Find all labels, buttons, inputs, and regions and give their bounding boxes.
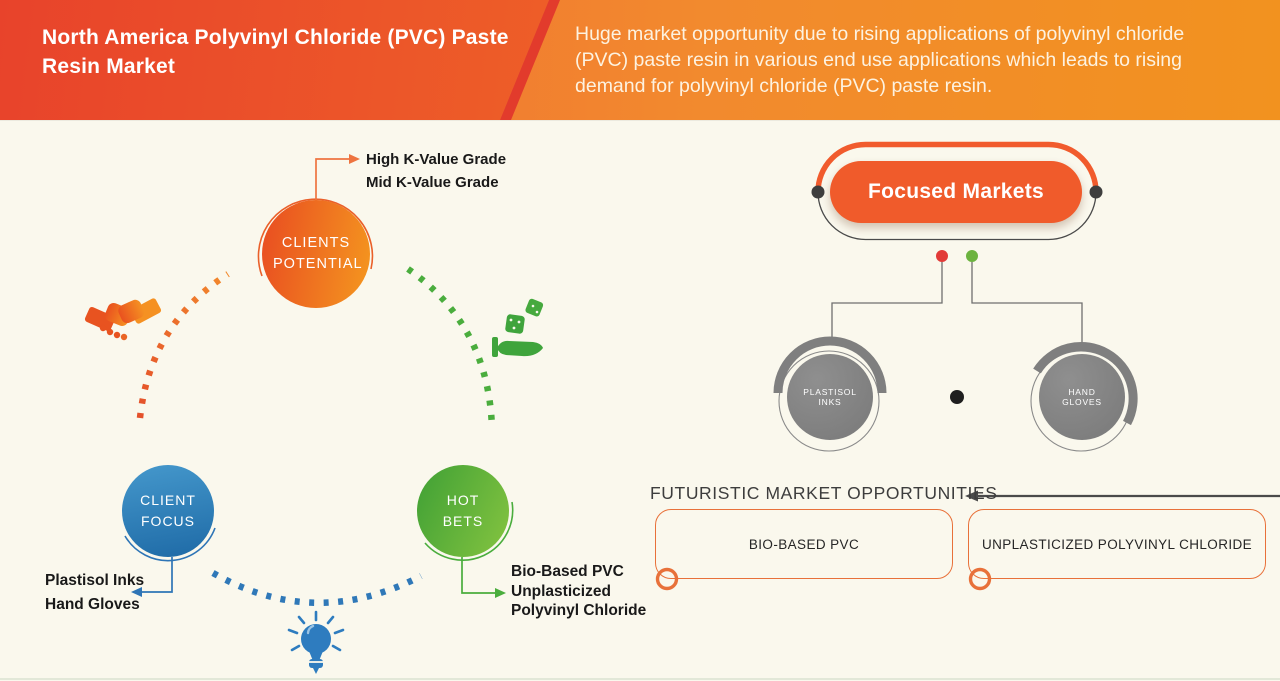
hot-bets-connector <box>461 557 506 598</box>
focused-markets-top-arc <box>815 141 1099 193</box>
annotation-item: Unplasticized Polyvinyl Chloride <box>511 582 647 620</box>
handgloves-thick-arc <box>1033 342 1138 426</box>
header-description: Huge market opportunity due to rising ap… <box>575 23 1185 97</box>
market-node-label: HAND GLOVES <box>1062 387 1102 407</box>
annotation-item: Mid K-Value Grade <box>366 174 499 191</box>
opportunity-box-label: UNPLASTICIZED POLYVINYL CHLORIDE <box>981 536 1253 552</box>
diagram-overlay <box>84 141 1280 674</box>
futuristic-heading-arrow <box>965 490 1280 502</box>
focused-markets-title: Focused Markets <box>867 180 1045 203</box>
client-focus-node: CLIENT FOCUS <box>122 465 214 557</box>
handshake-icon <box>84 298 162 341</box>
green-branch-dot <box>966 250 978 262</box>
futuristic-heading: FUTURISTIC MARKET OPPORTUNITIES <box>650 483 998 503</box>
dotted-arc-orange <box>136 271 230 419</box>
hot-bets-ring <box>424 501 514 561</box>
dotted-arc-blue <box>211 570 423 606</box>
opportunity-box-unplasticized-pvc: UNPLASTICIZED POLYVINYL CHLORIDE <box>968 509 1266 579</box>
market-node-label: PLASTISOL INKS <box>803 387 857 407</box>
dotted-arc-green <box>406 266 496 430</box>
header-left-panel <box>0 0 549 120</box>
hot-bets-label: HOT BETS <box>442 492 484 529</box>
pill-right-dot <box>1089 185 1103 199</box>
annotation-item: Hand Gloves <box>45 596 140 613</box>
annotation-item: Bio-Based PVC <box>511 563 624 580</box>
clients-potential-label: CLIENTS POTENTIAL <box>273 235 363 272</box>
annotation-item: Plastisol Inks <box>45 572 145 589</box>
clients-potential-items: High K-Value Grade Mid K-Value Grade <box>366 148 506 194</box>
pill-left-dot <box>811 185 825 199</box>
clients-potential-ring <box>257 198 374 277</box>
opportunity-box-bio-based-pvc: BIO-BASED PVC <box>655 509 953 579</box>
branch-line-left <box>831 262 943 344</box>
header-banner: North America Polyvinyl Chloride (PVC) P… <box>0 0 1280 120</box>
plastisol-thick-arc <box>773 336 887 394</box>
branch-line-right <box>971 262 1083 344</box>
page-title: North America Polyvinyl Chloride (PVC) P… <box>42 26 509 78</box>
focused-markets-bottom-arc <box>817 191 1097 241</box>
diagram-canvas: CLIENTS POTENTIAL CLIENT FOCUS HOT BETS … <box>0 120 1280 680</box>
footer-divider <box>0 678 1280 680</box>
market-node-hand-gloves: HAND GLOVES <box>1039 354 1125 440</box>
hand-with-dice-icon <box>492 298 544 357</box>
clients-potential-connector <box>315 154 360 200</box>
hot-bets-items: Bio-Based PVC Unplasticized Polyvinyl Ch… <box>511 562 651 621</box>
light-bulb-icon <box>287 610 345 674</box>
client-focus-items: Plastisol Inks Hand Gloves <box>45 569 144 617</box>
clients-potential-node: CLIENTS POTENTIAL <box>262 200 370 308</box>
opportunity-box-label: BIO-BASED PVC <box>748 536 860 552</box>
focused-markets-pill: Focused Markets <box>830 161 1082 223</box>
client-focus-label: CLIENT FOCUS <box>140 492 196 529</box>
annotation-item: High K-Value Grade <box>366 151 507 168</box>
center-dot <box>950 390 964 404</box>
market-node-plastisol-inks: PLASTISOL INKS <box>787 354 873 440</box>
hot-bets-node: HOT BETS <box>417 465 509 557</box>
red-branch-dot <box>936 250 948 262</box>
plastisol-thin-ring <box>778 350 880 452</box>
client-focus-connector <box>131 557 173 597</box>
